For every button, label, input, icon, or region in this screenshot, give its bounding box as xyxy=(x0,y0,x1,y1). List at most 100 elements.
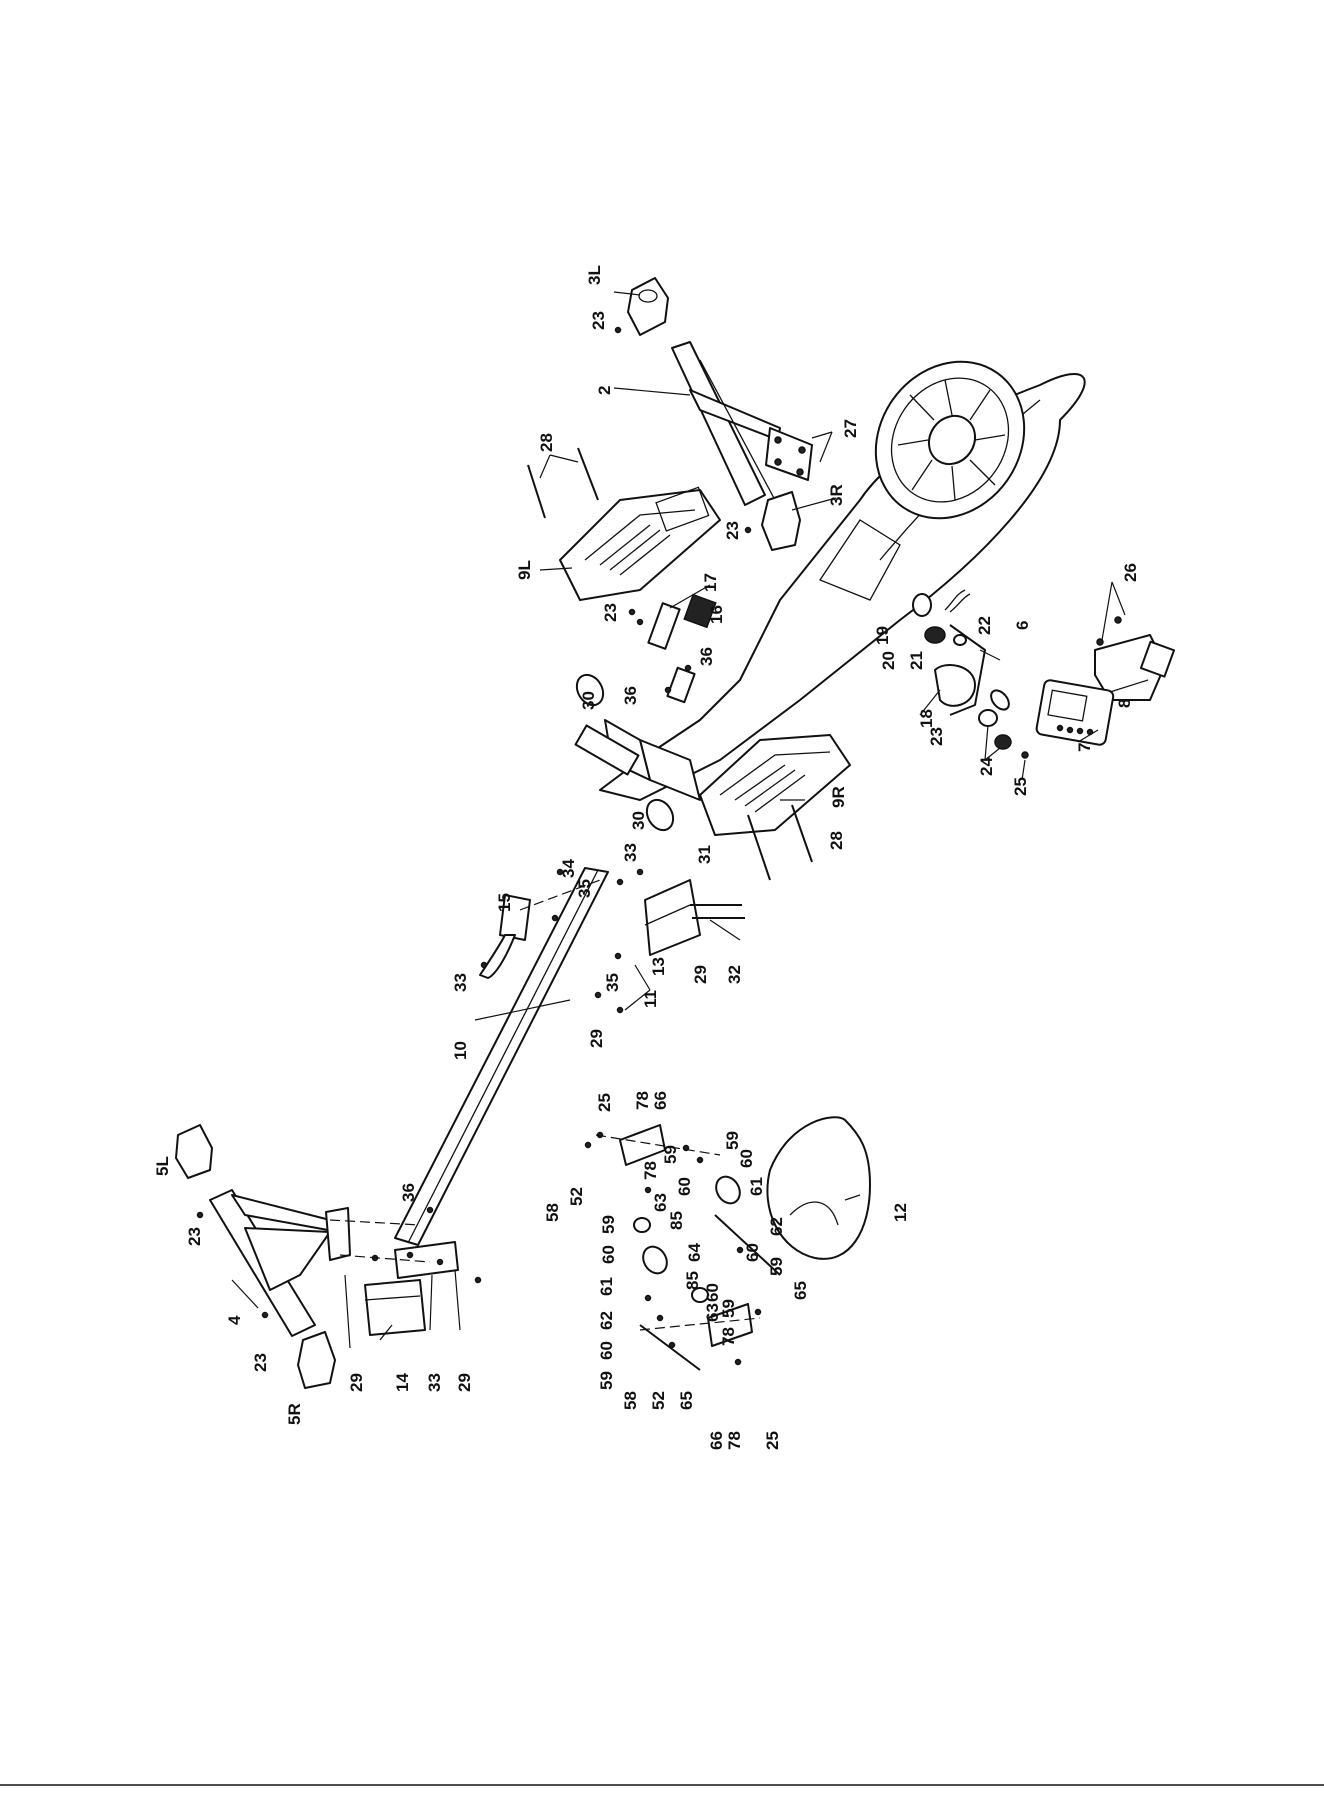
callout-78: 78 xyxy=(725,1431,744,1450)
mounting-plate-27 xyxy=(766,428,812,480)
callout-19: 19 xyxy=(873,626,892,645)
end-cap-5R xyxy=(298,1332,335,1388)
callout-28: 28 xyxy=(827,831,846,850)
callout-36: 36 xyxy=(621,686,640,705)
callout-28: 28 xyxy=(537,433,556,452)
callout-62: 62 xyxy=(597,1311,616,1330)
callout-10: 10 xyxy=(451,1041,470,1060)
foot-pedal-9L xyxy=(560,487,720,600)
callout-7: 7 xyxy=(1075,743,1094,752)
callout-9R: 9R xyxy=(829,786,848,808)
callout-23: 23 xyxy=(185,1227,204,1246)
callout-33: 33 xyxy=(425,1373,444,1392)
callout-66: 66 xyxy=(707,1431,726,1450)
callout-29: 29 xyxy=(587,1029,606,1048)
callout-52: 52 xyxy=(649,1391,668,1410)
seat-12 xyxy=(767,1117,870,1259)
callout-59: 59 xyxy=(723,1131,742,1150)
bracket-36 xyxy=(667,668,694,702)
end-cap-3L xyxy=(628,278,668,335)
callout-29: 29 xyxy=(455,1373,474,1392)
callout-78: 78 xyxy=(633,1091,652,1110)
callout-5R: 5R xyxy=(285,1403,304,1425)
callout-29: 29 xyxy=(347,1373,366,1392)
callout-25: 25 xyxy=(1011,777,1030,796)
callout-64: 64 xyxy=(685,1243,704,1262)
guide-19-21 xyxy=(913,594,966,645)
console-7 xyxy=(1036,679,1114,745)
callout-52: 52 xyxy=(567,1187,586,1206)
callout-35: 35 xyxy=(575,879,594,898)
callout-33: 33 xyxy=(451,973,470,992)
callout-33: 33 xyxy=(621,843,640,862)
front-stabilizer-2 xyxy=(672,342,780,505)
rear-bracket-14 xyxy=(365,1280,425,1335)
callout-5L: 5L xyxy=(153,1156,172,1176)
callout-63: 63 xyxy=(651,1193,670,1212)
rear-stabilizer-4 xyxy=(210,1190,350,1336)
callout-60: 60 xyxy=(597,1341,616,1360)
callout-30: 30 xyxy=(629,811,648,830)
callout-32: 32 xyxy=(725,965,744,984)
callout-27: 27 xyxy=(841,419,860,438)
callout-20: 20 xyxy=(879,651,898,670)
callout-35: 35 xyxy=(603,973,622,992)
callout-24: 24 xyxy=(977,757,996,776)
callout-3L: 3L xyxy=(585,265,604,285)
callout-14: 14 xyxy=(393,1373,412,1392)
callout-4: 4 xyxy=(225,1315,244,1325)
callout-30: 30 xyxy=(579,691,598,710)
callout-25: 25 xyxy=(763,1431,782,1450)
callout-78: 78 xyxy=(641,1161,660,1180)
callout-23: 23 xyxy=(723,521,742,540)
callout-59: 59 xyxy=(661,1145,680,1164)
callout-61: 61 xyxy=(747,1177,766,1196)
callout-58: 58 xyxy=(621,1391,640,1410)
callout-6: 6 xyxy=(1013,621,1032,630)
bracket-17 xyxy=(648,603,679,649)
callout-61: 61 xyxy=(597,1277,616,1296)
bolts-32 xyxy=(690,905,745,918)
callout-58: 58 xyxy=(543,1203,562,1222)
bracket-13 xyxy=(645,880,700,955)
callout-23: 23 xyxy=(589,311,608,330)
callout-29: 29 xyxy=(691,965,710,984)
callout-17: 17 xyxy=(701,573,720,592)
callout-21: 21 xyxy=(907,651,926,670)
callout-23: 23 xyxy=(251,1353,270,1372)
callout-60: 60 xyxy=(599,1245,618,1264)
callout-15: 15 xyxy=(495,893,514,912)
callout-60: 60 xyxy=(737,1149,756,1168)
callout-2: 2 xyxy=(595,386,614,395)
callout-31: 31 xyxy=(695,845,714,864)
callout-3R: 3R xyxy=(827,484,846,506)
callout-8: 8 xyxy=(1115,699,1134,708)
callout-23: 23 xyxy=(601,603,620,622)
callout-59: 59 xyxy=(767,1257,786,1276)
cover-18 xyxy=(935,665,975,706)
end-cap-3R xyxy=(762,492,800,550)
callout-16: 16 xyxy=(707,605,726,624)
callout-59: 59 xyxy=(719,1299,738,1318)
callout-25: 25 xyxy=(595,1093,614,1112)
cable-22 xyxy=(945,590,970,612)
callout-60: 60 xyxy=(675,1177,694,1196)
callout-65: 65 xyxy=(791,1281,810,1300)
callout-62: 62 xyxy=(767,1217,786,1236)
callout-13: 13 xyxy=(649,957,668,976)
callout-36: 36 xyxy=(399,1183,418,1202)
callout-34: 34 xyxy=(559,859,578,878)
callout-18: 18 xyxy=(917,709,936,728)
console-screws-26 xyxy=(1097,617,1121,645)
callout-36: 36 xyxy=(697,647,716,666)
callout-60: 60 xyxy=(743,1243,762,1262)
callout-22: 22 xyxy=(975,616,994,635)
callout-85: 85 xyxy=(667,1211,686,1230)
callout-26: 26 xyxy=(1121,563,1140,582)
callout-59: 59 xyxy=(597,1371,616,1390)
callout-9L: 9L xyxy=(515,560,534,580)
callout-66: 66 xyxy=(651,1091,670,1110)
callout-78: 78 xyxy=(719,1327,738,1346)
callout-23: 23 xyxy=(927,727,946,746)
